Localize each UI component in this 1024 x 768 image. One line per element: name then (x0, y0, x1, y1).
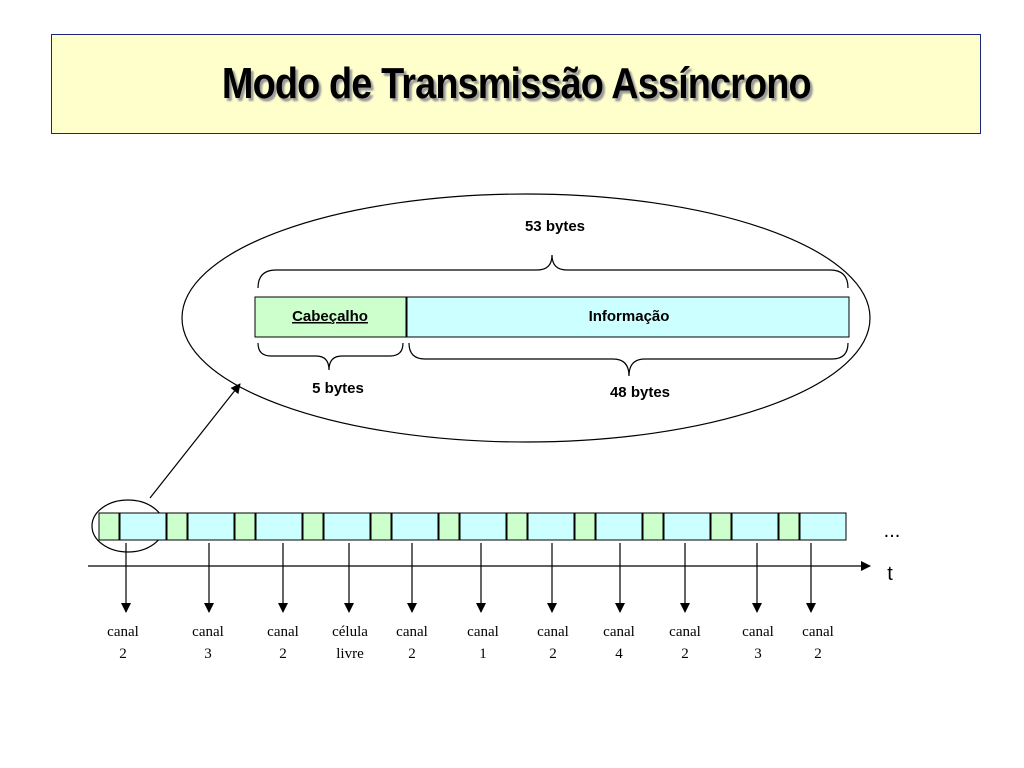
stream-cell-header (302, 512, 324, 541)
channel-label-line1: canal (742, 624, 774, 640)
header-brace (257, 342, 404, 371)
channel-label-line2: 1 (479, 646, 487, 662)
stream-cell-payload (119, 512, 167, 541)
total-size-label: 53 bytes (525, 218, 585, 235)
channel-label-line2: 2 (119, 646, 127, 662)
channel-label-line1: célula (332, 624, 368, 640)
payload-label: Informação (589, 308, 670, 325)
stream-cell-header (98, 512, 120, 541)
channel-label-line2: livre (336, 646, 364, 662)
stream-cell-payload (459, 512, 507, 541)
stream-cell-payload (799, 512, 847, 541)
zoom-ellipse (181, 193, 871, 443)
title-banner: Modo de Transmissão Assíncrono (51, 34, 981, 134)
stream-cell-payload (663, 512, 711, 541)
channel-label-line1: canal (802, 624, 834, 640)
stream-cell-header (778, 512, 800, 541)
channel-label-line1: canal (267, 624, 299, 640)
channel-label-line1: canal (669, 624, 701, 640)
cell-stream (98, 512, 847, 541)
stream-cell-header (506, 512, 528, 541)
stream-cell-header (710, 512, 732, 541)
header-label: Cabeçalho (292, 308, 368, 325)
payload-brace (408, 342, 849, 377)
channel-label-line2: 3 (754, 646, 762, 662)
channel-label-line1: canal (107, 624, 139, 640)
channel-label-line1: canal (537, 624, 569, 640)
channel-label-line2: 2 (408, 646, 416, 662)
header-size-label: 5 bytes (312, 380, 364, 397)
channel-label-line1: canal (192, 624, 224, 640)
channel-label-line2: 2 (549, 646, 557, 662)
header-block (254, 296, 407, 338)
stream-cell-payload (527, 512, 575, 541)
stream-cell-payload (255, 512, 303, 541)
channel-label-line1: canal (396, 624, 428, 640)
payload-size-label: 48 bytes (610, 384, 670, 401)
stream-cell-header (234, 512, 256, 541)
stream-cell-payload (187, 512, 235, 541)
total-brace (257, 254, 849, 289)
channel-label-line2: 4 (615, 646, 623, 662)
channel-label-line2: 3 (204, 646, 212, 662)
channel-label-line2: 2 (814, 646, 822, 662)
stream-cell-payload (323, 512, 371, 541)
payload-block (406, 296, 850, 338)
stream-cell-header (574, 512, 596, 541)
channel-label-line1: canal (467, 624, 499, 640)
ellipsis-label: ... (884, 520, 901, 542)
stream-cell-header (370, 512, 392, 541)
zoom-arrow (149, 383, 241, 499)
time-axis-label: t (887, 563, 893, 585)
stream-cell-header (166, 512, 188, 541)
stream-cell-header (642, 512, 664, 541)
channel-label-line1: canal (603, 624, 635, 640)
stream-cell-payload (595, 512, 643, 541)
channel-label-line2: 2 (681, 646, 689, 662)
channel-arrows: canal 2 canal 3 canal 2 célula livre canal 2 canal… (107, 543, 834, 662)
stream-cell-payload (731, 512, 779, 541)
page-title: Modo de Transmissão Assíncrono (221, 59, 812, 108)
stream-cell-payload (391, 512, 439, 541)
channel-label-line2: 2 (279, 646, 287, 662)
stream-cell-header (438, 512, 460, 541)
